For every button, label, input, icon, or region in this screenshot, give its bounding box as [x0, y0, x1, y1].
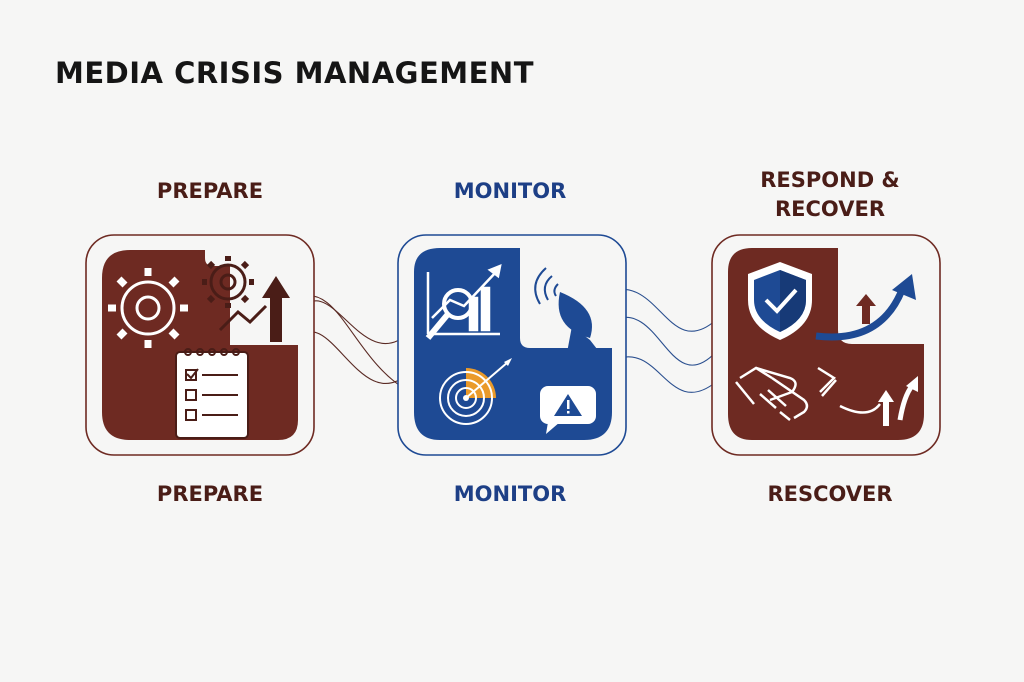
radar-target-icon: [439, 358, 512, 425]
shield-check-icon: [748, 262, 812, 340]
stage-respond-bottom-label: RESCOVER: [767, 482, 893, 506]
stage-monitor-top-label: MONITOR: [453, 179, 567, 203]
page-title: MEDIA CRISIS MANAGEMENT: [55, 56, 534, 90]
growth-arrow-icon: [218, 276, 290, 342]
stage-prepare-top-label: PREPARE: [156, 179, 264, 203]
checklist-icon: [175, 348, 249, 439]
recovery-arrows-icon: [839, 376, 918, 426]
stage-prepare-panel: [85, 234, 315, 456]
stage-monitor-bottom-label: MONITOR: [453, 482, 567, 506]
alert-bubble-icon: [540, 386, 596, 434]
stage-prepare-bottom-label: PREPARE: [156, 482, 264, 506]
gear-icon: [108, 268, 188, 348]
analytics-magnifier-icon: [425, 263, 502, 340]
stage-respond-panel: [711, 234, 941, 456]
small-gear-icon: [202, 256, 254, 308]
satellite-dish-icon: [534, 267, 604, 358]
stage-monitor-panel: [397, 234, 627, 456]
stage-respond-top-label: RESPOND & RECOVER: [760, 168, 900, 221]
handshake-icon: [735, 366, 837, 421]
connector-monitor-respond: [613, 288, 717, 393]
curved-up-arrow-icon: [815, 274, 916, 341]
